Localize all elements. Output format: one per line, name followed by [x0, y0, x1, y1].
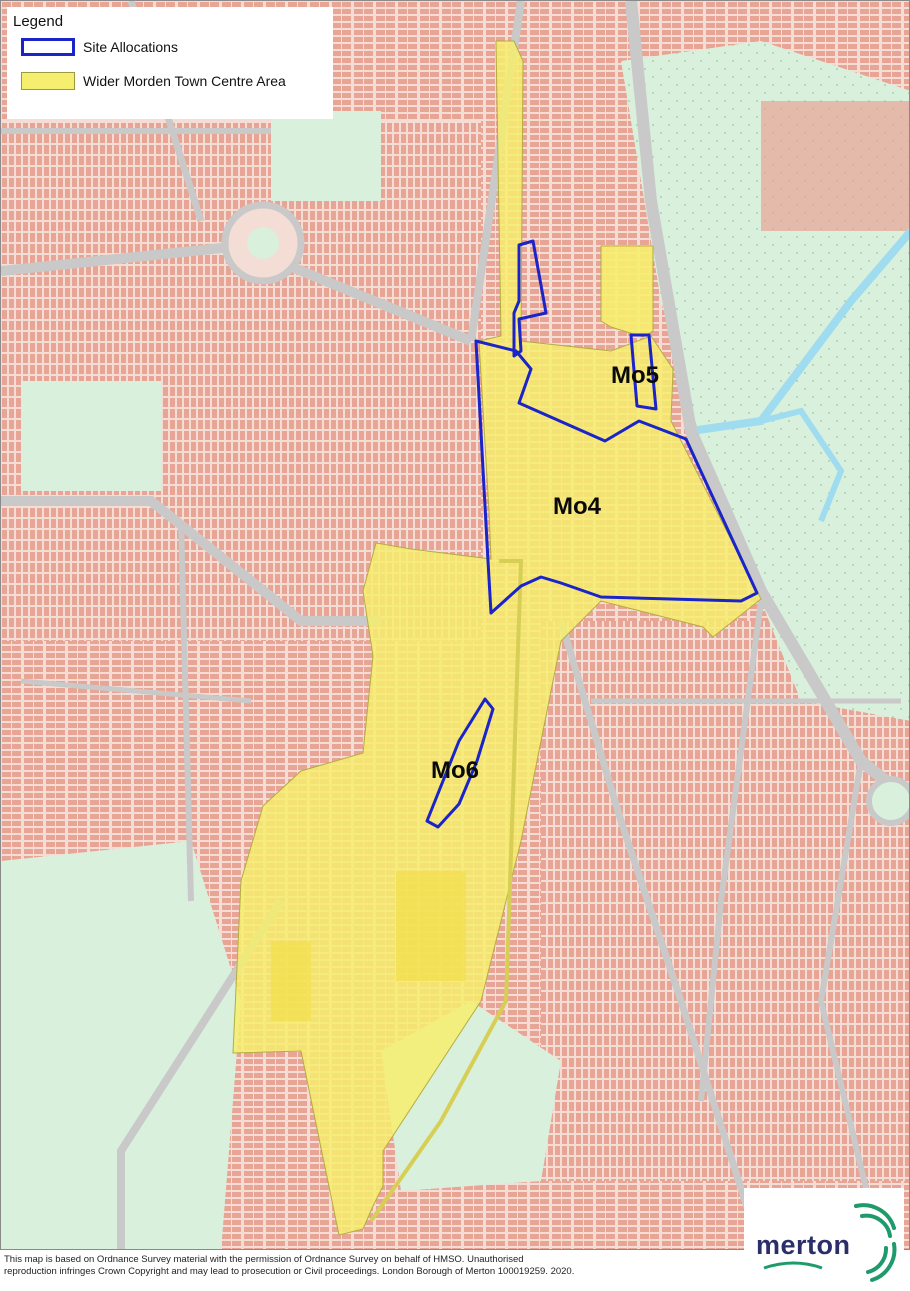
greenspace-west	[21, 381, 161, 491]
buildings-northeast	[761, 101, 909, 231]
copyright-line-1: This map is based on Ordnance Survey mat…	[4, 1254, 524, 1265]
roundabout-east	[866, 776, 909, 826]
legend-box: Legend Site Allocations Wider Morden Tow…	[7, 7, 333, 119]
site-mo4-outline[interactable]	[474, 339, 759, 615]
merton-logo-text: merton	[756, 1230, 851, 1260]
copyright-line-2: reproduction infringes Crown Copyright a…	[4, 1266, 575, 1277]
residential-area-southeast	[541, 621, 909, 1181]
greenspace-southwest	[1, 841, 241, 1249]
site-label-mo4: Mo4	[553, 493, 602, 520]
copyright-notice: This map is based on Ordnance Survey mat…	[4, 1254, 764, 1278]
site-allocation-swatch	[21, 38, 75, 56]
retail-building	[396, 871, 466, 981]
site-label-mo5: Mo5	[611, 362, 659, 389]
wider-area-swatch	[21, 72, 75, 90]
site-mo6-outline[interactable]	[425, 697, 495, 829]
depot-building	[271, 941, 311, 1021]
legend-label-wider-area: Wider Morden Town Centre Area	[83, 73, 286, 89]
legend-item-wider-area: Wider Morden Town Centre Area	[21, 71, 286, 91]
wider-area-northeast-block[interactable]	[600, 245, 654, 338]
roundabout-north-centre	[247, 227, 279, 259]
moat-channel	[760, 407, 845, 523]
merton-logo: merton	[744, 1188, 904, 1288]
railway-line	[369, 559, 524, 1223]
river-channel	[690, 228, 909, 435]
map-frame: Mo4 Mo5 Mo6 Legend Site Allocations Wide…	[0, 0, 910, 1250]
site-label-mo6: Mo6	[431, 757, 479, 784]
legend-title: Legend	[13, 13, 64, 30]
merton-logo-icon	[763, 1203, 897, 1282]
legend-item-site-allocations: Site Allocations	[21, 37, 178, 57]
site-mo4-north-strip-outline[interactable]	[512, 239, 548, 358]
map-canvas[interactable]: Mo4 Mo5 Mo6	[1, 1, 910, 1250]
legend-label-site-allocations: Site Allocations	[83, 39, 178, 55]
wider-morden-town-centre-area[interactable]	[232, 40, 762, 1236]
site-mo5-outline[interactable]	[629, 333, 658, 411]
greenspace-north	[271, 111, 381, 201]
